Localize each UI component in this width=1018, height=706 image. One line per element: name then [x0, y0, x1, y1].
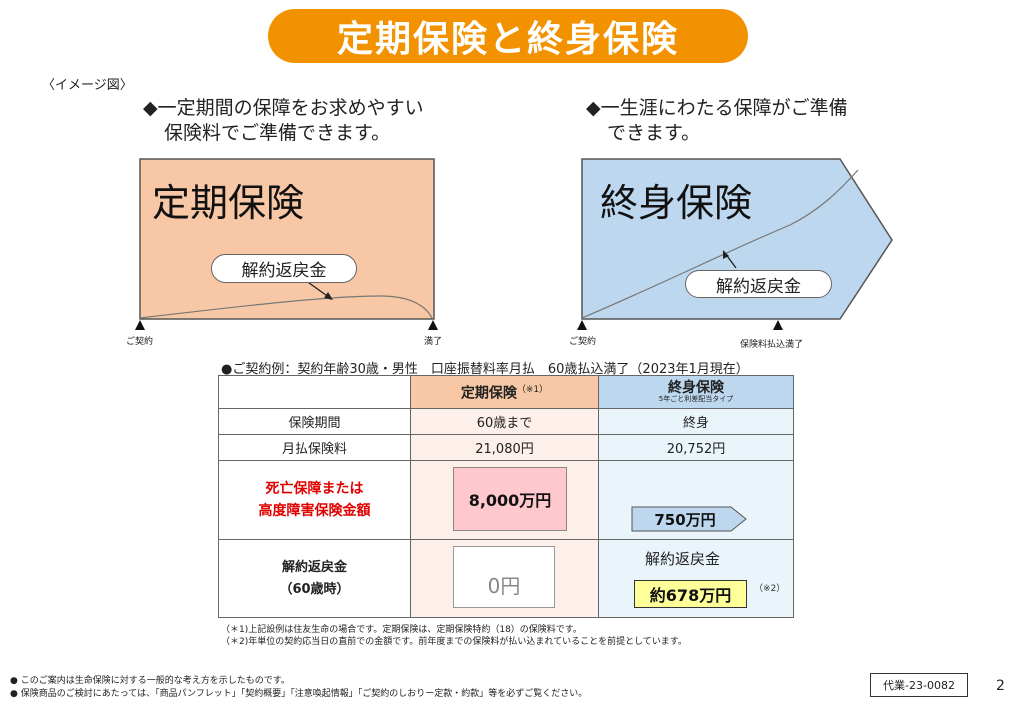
whole-refund-curve: [581, 169, 859, 319]
death-label-line1: 死亡保障または: [265, 481, 364, 497]
whole-refund-label-text: 解約返戻金: [645, 550, 721, 568]
whole-refund-amount: 約678万円: [634, 580, 747, 608]
whole-lead-line1: ◆一生涯にわたる保障がご準備: [586, 97, 848, 119]
table-row: 保険期間 60歳まで 終身: [218, 408, 794, 435]
death-amount-arrow-shape: [631, 506, 747, 532]
whole-diagram-title: 終身保険: [600, 181, 753, 225]
term-header: 定期保険（※1）: [410, 375, 599, 409]
refund-label-line1: 解約返戻金: [281, 559, 347, 575]
term-refund-arrow: [304, 279, 331, 299]
whole-lead-line2: できます。: [607, 122, 701, 144]
whole-death-amount-text: 750万円: [654, 510, 716, 529]
whole-header-subtype: 5年ごと利差配当タイプ: [658, 394, 734, 403]
term-header-label: 定期保険: [460, 385, 517, 402]
term-end-label: 満了: [424, 337, 443, 347]
term-refund-label: 解約返戻金: [211, 254, 357, 283]
whole-refund-arrowhead: [723, 250, 729, 259]
term-coverage-box: [139, 158, 435, 320]
term-start-label: ご契約: [126, 337, 154, 347]
whole-payment-end-marker: [773, 320, 783, 330]
table-row: 月払保険料 21,080円 20,752円: [218, 434, 794, 461]
table-header-row: 定期保険（※1） 終身保険 5年ごと利差配当タイプ: [218, 375, 794, 409]
refund-label-line2: （60歳時）: [279, 581, 350, 597]
term-end-marker: [428, 320, 438, 330]
page-title: 定期保険と終身保険: [268, 9, 748, 63]
whole-header: 終身保険 5年ごと利差配当タイプ: [598, 375, 794, 409]
term-lead-text: ◆一定期間の保障をお求めやすい 保険料でご準備できます。: [143, 96, 503, 146]
row-label-death-benefit: 死亡保障または 高度障害保険金額: [218, 460, 411, 540]
contract-example: ●ご契約例：契約年齢30歳・男性 口座振替料率月払 60歳払込満了（2023年1…: [221, 362, 749, 377]
term-refund-amount: 0円: [453, 546, 555, 608]
whole-refund-label: 解約返戻金: [685, 270, 832, 298]
term-lead-line1: ◆一定期間の保障をお求めやすい: [143, 97, 424, 119]
page-number: 2: [996, 678, 1005, 694]
term-lead-line2: 保険料でご準備できます。: [164, 122, 391, 144]
whole-header-label: 終身保険: [668, 379, 724, 396]
term-refund-arrowhead: [324, 292, 333, 300]
footnote-1: （＊1)上記設例は住友生命の場合です。定期保険は、定期保険特約（18）の保険料で…: [221, 625, 582, 635]
whole-end-label: 保険料払込満了: [740, 340, 804, 350]
row-label-refund: 解約返戻金 （60歳時）: [218, 539, 411, 618]
whole-period: 終身: [598, 408, 794, 435]
whole-start-label: ご契約: [569, 337, 597, 347]
row-label-premium: 月払保険料: [218, 434, 411, 461]
term-start-marker: [135, 320, 145, 330]
row-label-period: 保険期間: [218, 408, 411, 435]
agency-code: 代業-23-0082: [870, 673, 968, 697]
term-refund-curve: [139, 295, 433, 319]
term-death-amount: 8,000万円: [453, 467, 567, 531]
whole-start-marker: [577, 320, 587, 330]
whole-premium: 20,752円: [598, 434, 794, 461]
table-corner-cell: [218, 375, 411, 409]
whole-refund-note-mark: （※2）: [754, 584, 786, 594]
footnote-2: （＊2)年単位の契約応当日の直前での金額です。前年度までの保険料が払い込まれてい…: [221, 637, 687, 647]
whole-death-amount: 750万円: [631, 506, 747, 532]
death-label-line2: 高度障害保険金額: [258, 503, 371, 519]
disclaimer-2: ● 保険商品のご検討にあたっては、「商品パンフレット」「契約概要」「注意喚起情報…: [10, 689, 588, 699]
whole-lead-text: ◆一生涯にわたる保障がご準備 できます。: [586, 96, 926, 146]
image-label: 〈イメージ図〉: [42, 78, 133, 93]
term-period: 60歳まで: [410, 408, 599, 435]
term-diagram-title: 定期保険: [152, 181, 305, 225]
disclaimer-1: ● このご案内は生命保険に対する一般的な考え方を示したものです。: [10, 676, 290, 686]
term-premium: 21,080円: [410, 434, 599, 461]
term-header-note: （※1）: [516, 384, 549, 395]
